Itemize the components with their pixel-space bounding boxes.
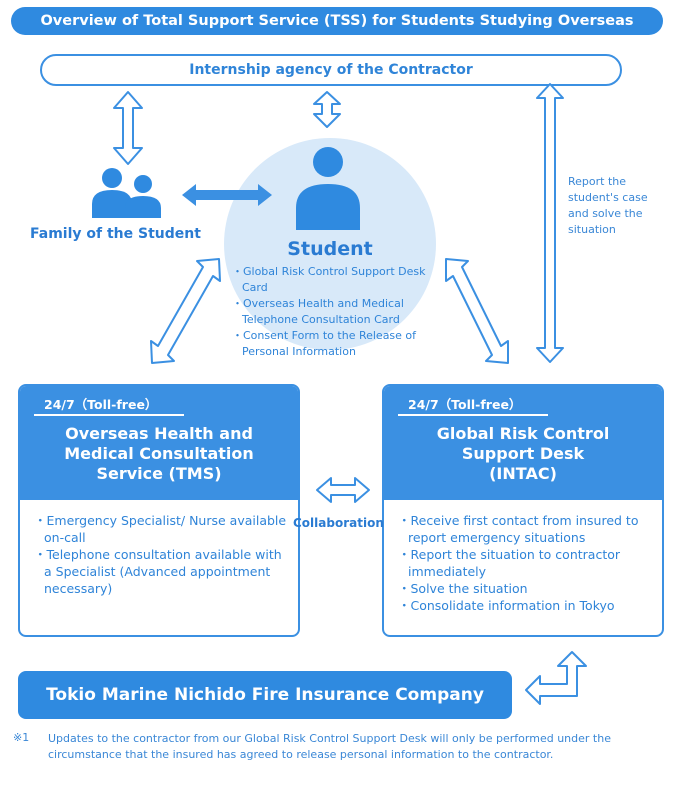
intac-title: Global Risk Control Support Desk (INTAC) bbox=[384, 424, 662, 484]
double-arrow-icon bbox=[536, 83, 564, 363]
family-icon bbox=[92, 168, 161, 218]
double-arrow-icon bbox=[150, 258, 221, 364]
tms-title: Overseas Health and Medical Consultation… bbox=[20, 424, 298, 484]
list-item: ・Report the situation to contractor imme… bbox=[398, 547, 621, 579]
double-arrow-icon bbox=[113, 91, 143, 165]
footnote-mark: ※1 bbox=[13, 731, 30, 744]
double-arrow-icon bbox=[525, 651, 587, 705]
student-label: Student bbox=[287, 238, 373, 260]
intac-title-line: (INTAC) bbox=[489, 464, 557, 483]
intac-header: 24/7（Toll-free） Global Risk Control Supp… bbox=[384, 386, 662, 500]
insurer-box: Tokio Marine Nichido Fire Insurance Comp… bbox=[18, 671, 512, 719]
student-documents: ・Global Risk Control Support Desk Card ・… bbox=[232, 264, 442, 360]
tms-panel: 24/7（Toll-free） Overseas Health and Medi… bbox=[18, 384, 300, 637]
double-arrow-icon bbox=[445, 258, 509, 364]
family-label: Family of the Student bbox=[30, 226, 201, 242]
intac-title-line: Global Risk Control bbox=[436, 424, 610, 443]
document-item: ・Consent Form to the Release of Personal… bbox=[232, 329, 417, 358]
document-item: ・Global Risk Control Support Desk Card bbox=[232, 265, 426, 294]
list-item: ・Telephone consultation available with a… bbox=[34, 547, 282, 596]
diagram-title: Overview of Total Support Service (TSS) … bbox=[11, 7, 663, 35]
double-arrow-icon bbox=[313, 91, 341, 128]
tms-title-line: Medical Consultation bbox=[64, 444, 254, 463]
intac-panel: 24/7（Toll-free） Global Risk Control Supp… bbox=[382, 384, 664, 637]
document-item: ・Overseas Health and Medical Telephone C… bbox=[232, 297, 404, 326]
tms-title-line: Service (TMS) bbox=[96, 464, 222, 483]
list-item: ・Emergency Specialist/ Nurse available o… bbox=[34, 513, 287, 545]
collaboration-label: Collaboration bbox=[293, 516, 384, 530]
list-item: ・Solve the situation bbox=[398, 581, 528, 596]
double-arrow-icon bbox=[316, 477, 370, 503]
agency-box: Internship agency of the Contractor bbox=[40, 54, 622, 86]
double-arrow-icon bbox=[182, 184, 272, 206]
list-item: ・Receive first contact from insured to r… bbox=[398, 513, 639, 545]
report-note: Report the student's case and solve the … bbox=[568, 175, 648, 236]
list-item: ・Consolidate information in Tokyo bbox=[398, 598, 615, 613]
intac-tag: 24/7（Toll-free） bbox=[398, 394, 548, 416]
tms-title-line: Overseas Health and bbox=[65, 424, 253, 443]
footnote-text: Updates to the contractor from our Globa… bbox=[48, 732, 611, 761]
intac-title-line: Support Desk bbox=[461, 444, 585, 463]
tms-header: 24/7（Toll-free） Overseas Health and Medi… bbox=[20, 386, 298, 500]
tms-bullets: ・Emergency Specialist/ Nurse available o… bbox=[34, 512, 288, 597]
student-icon bbox=[296, 147, 360, 230]
intac-bullets: ・Receive first contact from insured to r… bbox=[398, 512, 652, 614]
tms-tag: 24/7（Toll-free） bbox=[34, 394, 184, 416]
